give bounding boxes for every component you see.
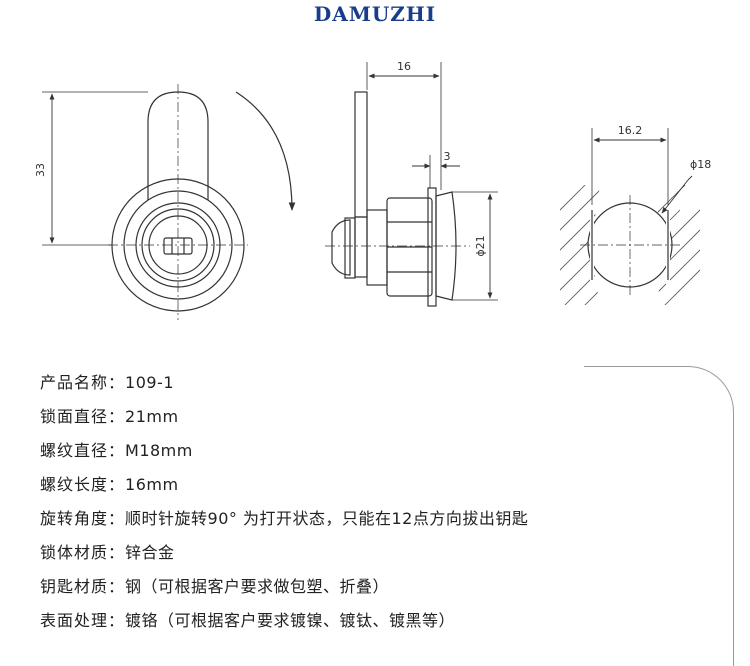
dimension-length: 16 (366, 60, 442, 190)
spec-row: 产品名称：109-1 (40, 366, 528, 400)
spec-value: 21mm (125, 407, 179, 426)
dim-3-label: 3 (444, 150, 451, 163)
spec-label: 钥匙材质： (40, 577, 126, 596)
dim-16-label: 16 (397, 60, 411, 73)
spec-label: 锁面直径： (40, 407, 126, 426)
spec-row: 螺纹长度：16mm (40, 468, 528, 502)
front-view (108, 84, 248, 320)
spec-row: 锁体材质：锌合金 (40, 536, 528, 570)
dim-33-label: 33 (34, 163, 47, 177)
spec-value: 16mm (125, 475, 179, 494)
spec-row: 螺纹直径：M18mm (40, 434, 528, 468)
brand-logo: DAMUZHI (313, 2, 437, 26)
spec-label: 旋转角度： (40, 509, 126, 528)
dimension-flange: 3 (412, 150, 460, 188)
dim-18-label: ϕ18 (690, 158, 711, 171)
spec-value: 钢（可根据客户要求做包塑、折叠） (125, 577, 390, 596)
rotation-arrow (235, 91, 296, 211)
spec-row: 旋转角度：顺时针旋转90° 为打开状态，只能在12点方向拔出钥匙 (40, 502, 528, 536)
side-view (325, 91, 470, 307)
dimension-cutout-diameter: ϕ18 (661, 158, 711, 214)
cutout-view (560, 185, 700, 305)
spec-value: 锌合金 (125, 543, 175, 562)
spec-value: 镀铬（可根据客户要求镀镍、镀钛、镀黑等） (125, 611, 456, 630)
spec-label: 锁体材质： (40, 543, 126, 562)
spec-label: 产品名称： (40, 373, 126, 392)
decorative-frame (584, 366, 734, 666)
technical-drawing: 33 16 3 ϕ2 (34, 60, 711, 320)
spec-row: 钥匙材质：钢（可根据客户要求做包塑、折叠） (40, 570, 528, 604)
dimension-diameter: ϕ21 (452, 191, 498, 301)
spec-label: 表面处理： (40, 611, 126, 630)
dim-16-2-label: 16.2 (618, 124, 643, 137)
dimension-cutout-width: 16.2 (591, 124, 669, 205)
spec-value: 顺时针旋转90° 为打开状态，只能在12点方向拔出钥匙 (125, 509, 529, 528)
spec-list: 产品名称：109-1 锁面直径：21mm 螺纹直径：M18mm 螺纹长度：16m… (40, 366, 528, 638)
dim-21-label: ϕ21 (474, 235, 487, 256)
spec-value: M18mm (125, 441, 193, 460)
spec-label: 螺纹长度： (40, 475, 126, 494)
dimension-height: 33 (34, 91, 148, 246)
spec-label: 螺纹直径： (40, 441, 126, 460)
spec-row: 表面处理：镀铬（可根据客户要求镀镍、镀钛、镀黑等） (40, 604, 528, 638)
spec-row: 锁面直径：21mm (40, 400, 528, 434)
spec-value: 109-1 (125, 373, 175, 392)
